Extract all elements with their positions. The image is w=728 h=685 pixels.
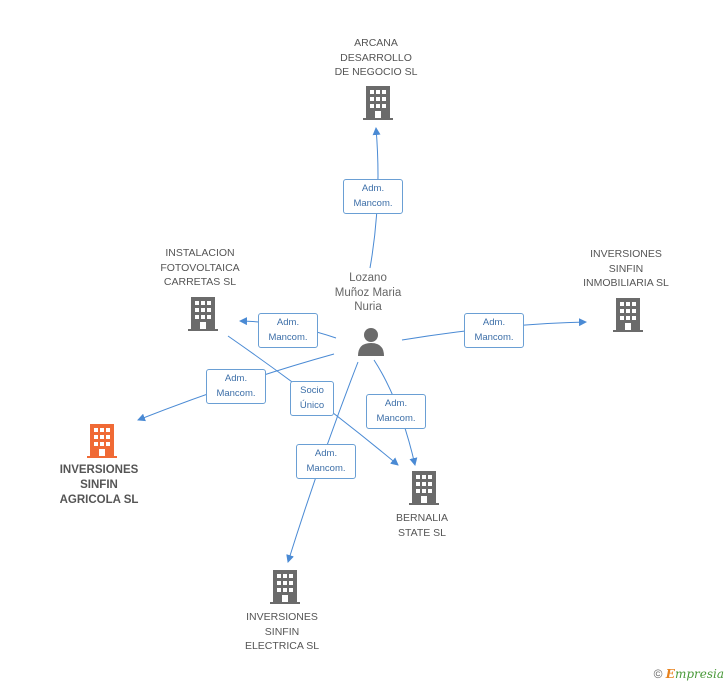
relation-instalacion[interactable]: Adm. Mancom. <box>258 313 318 348</box>
building-icon-instalacion[interactable] <box>188 297 218 331</box>
company-label-arcana[interactable]: ARCANA DESARROLLO DE NEGOCIO SL <box>334 37 418 78</box>
relation-electrica[interactable]: Adm. Mancom. <box>296 444 356 479</box>
company-label-agricola[interactable]: INVERSIONES SINFIN AGRICOLA SL <box>59 464 139 506</box>
relation-agricola[interactable]: Adm. Mancom. <box>206 369 266 404</box>
relation-arcana[interactable]: Adm. Mancom. <box>343 179 403 214</box>
building-icon-arcana[interactable] <box>363 86 393 120</box>
person-icon[interactable] <box>356 326 386 356</box>
building-icon-electrica[interactable] <box>270 570 300 604</box>
company-label-instalacion[interactable]: INSTALACION FOTOVOLTAICA CARRETAS SL <box>160 247 240 288</box>
relation-socio[interactable]: Socio Único <box>290 381 334 416</box>
relation-inmobiliaria[interactable]: Adm. Mancom. <box>464 313 524 348</box>
brand-logo-e: E <box>665 667 675 681</box>
company-label-inmobiliaria[interactable]: INVERSIONES SINFIN INMOBILIARIA SL <box>583 248 669 289</box>
relation-bernalia[interactable]: Adm. Mancom. <box>366 394 426 429</box>
brand-logo-text: mpresia <box>674 667 724 681</box>
copyright-symbol: © <box>653 667 663 681</box>
company-label-bernalia[interactable]: BERNALIA STATE SL <box>396 512 448 539</box>
person-name[interactable]: Lozano Muñoz Maria Nuria <box>334 272 402 313</box>
company-label-electrica[interactable]: INVERSIONES SINFIN ELECTRICA SL <box>244 611 320 652</box>
building-icon-agricola[interactable] <box>87 424 117 458</box>
building-icon-bernalia[interactable] <box>409 471 439 505</box>
footer-brand[interactable]: © Empresia <box>654 667 724 681</box>
building-icon-inmobiliaria[interactable] <box>613 298 643 332</box>
